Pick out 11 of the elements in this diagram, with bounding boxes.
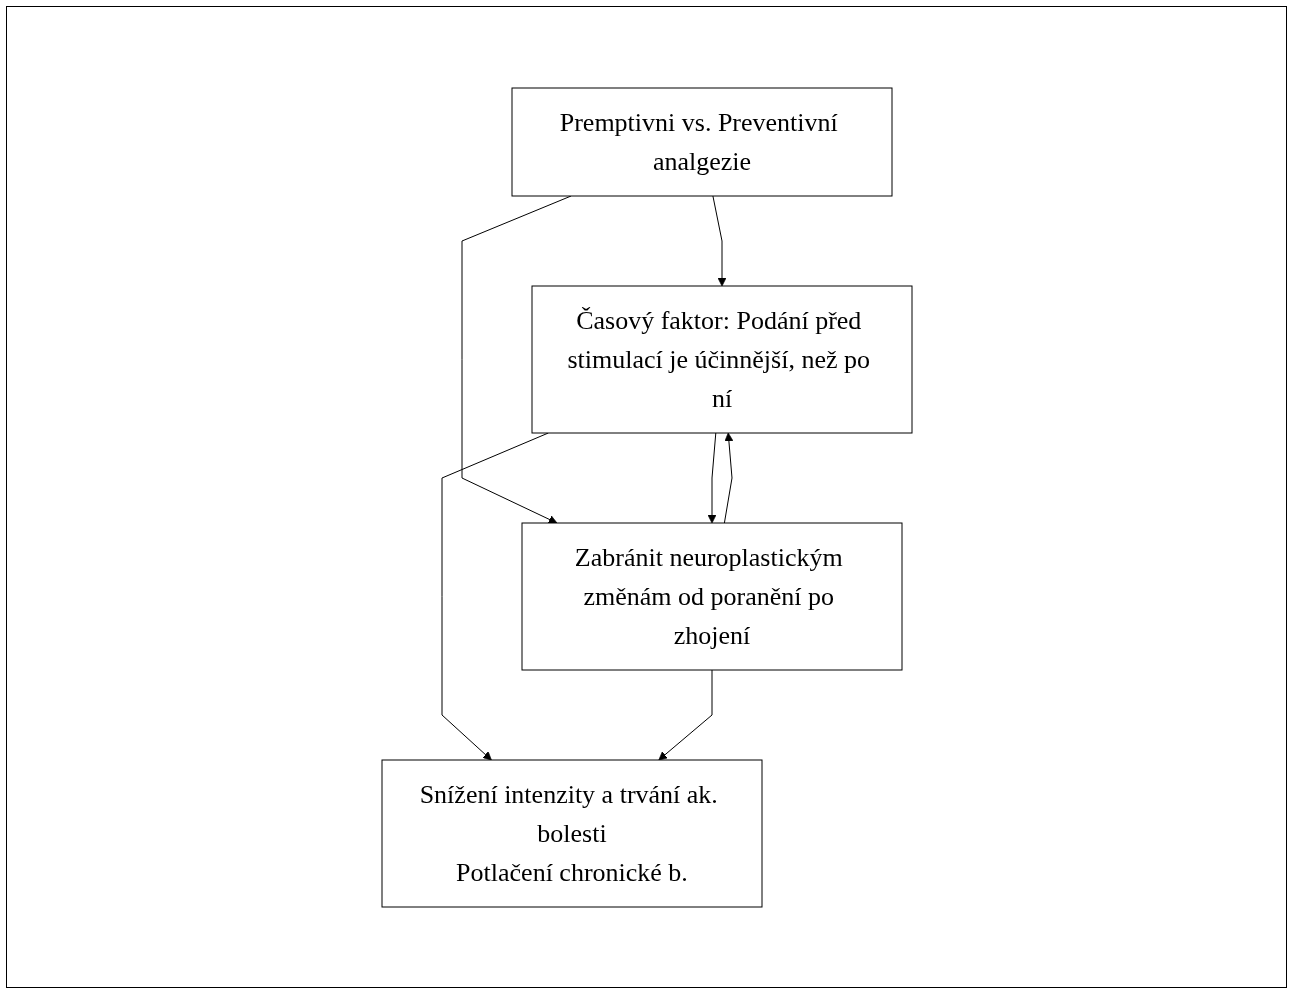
- node-box: [521, 522, 902, 670]
- node-box: [531, 285, 912, 433]
- node-box: [381, 759, 762, 907]
- arrow: [461, 195, 572, 524]
- arrow: [723, 432, 733, 523]
- arrow: [707, 432, 716, 523]
- arrow: [711, 195, 726, 286]
- arrow: [657, 669, 712, 760]
- frame-border: Premptivni vs. Preventivní analgezie Časový faktor: Podání před stimulací je účinnější, než po ní Zabránit neuroplastickým změnám od poranění po zhojení Snížení intenzity a trvání ak. bolesti Potlačení chronické b.: [6, 6, 1287, 988]
- arrow: [441, 432, 549, 760]
- node-box: [511, 87, 892, 196]
